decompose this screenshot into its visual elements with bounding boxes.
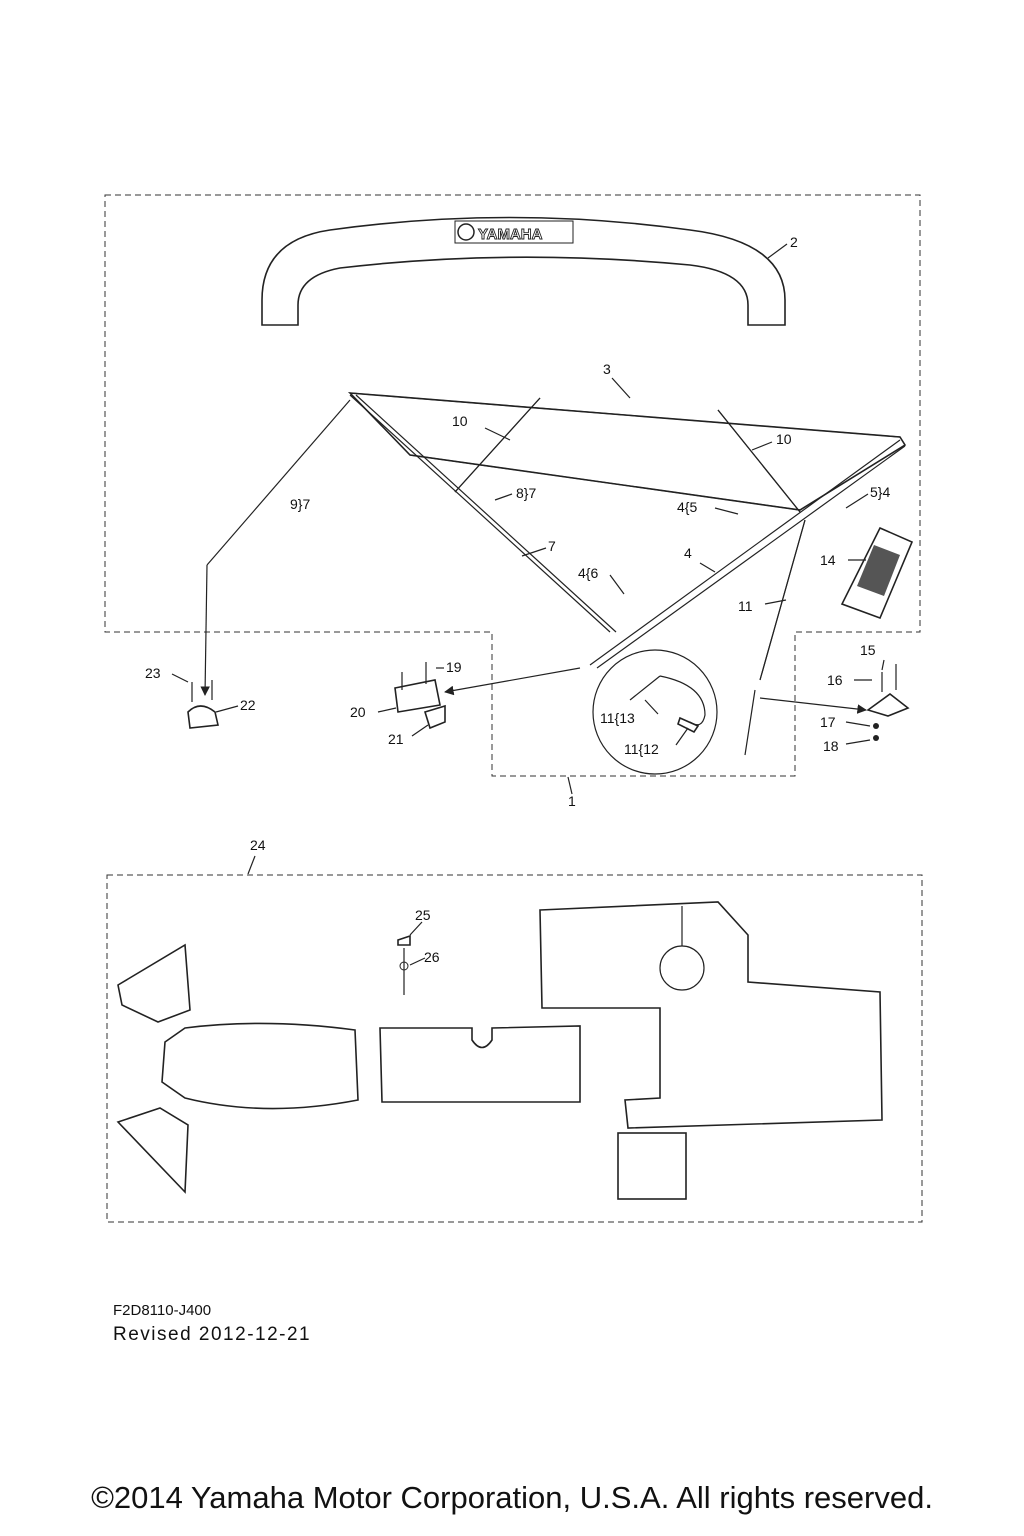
- mat-set-part: [116, 901, 883, 1200]
- copyright-notice: ©2014 Yamaha Motor Corporation, U.S.A. A…: [91, 1480, 933, 1515]
- callout: 23: [145, 665, 161, 681]
- callout: 26: [424, 949, 440, 965]
- front-mount-part: [187, 680, 219, 729]
- callout: 9}7: [290, 496, 310, 512]
- callout: 10: [452, 413, 468, 429]
- callout: 11{13: [600, 710, 635, 726]
- leader-lines: [171, 243, 885, 966]
- lanyard-detail: [592, 649, 756, 775]
- callout: 24: [250, 837, 266, 853]
- callout: 18: [823, 738, 839, 754]
- yamaha-logo-icon: [457, 223, 475, 241]
- arch-cover-part: YAMAHA: [261, 216, 786, 326]
- callout: 10: [776, 431, 792, 447]
- callout: 4: [684, 545, 692, 561]
- brand-mark: YAMAHA: [478, 226, 543, 243]
- part-reference: F2D8110-J400: [113, 1302, 212, 1319]
- callout: 11: [738, 598, 753, 614]
- callout: 14: [820, 552, 836, 568]
- callout-labels: 2 3 10 10 9}7 8}7 4{5 5}4 7 4 4{6 14 11 …: [145, 234, 890, 965]
- deck-hinge-part: [394, 662, 581, 730]
- callout: 5}4: [870, 484, 890, 500]
- callout: 20: [350, 704, 366, 720]
- mat-group-outline: [106, 874, 923, 1223]
- callout: 11{12: [624, 741, 659, 757]
- callout: 4{6: [578, 565, 598, 581]
- callout: 21: [388, 731, 404, 747]
- callout: 19: [446, 659, 462, 675]
- callout: 7: [548, 538, 556, 554]
- callout: 1: [568, 793, 576, 809]
- callout: 16: [827, 672, 843, 688]
- callout: 17: [820, 714, 836, 730]
- callout: 22: [240, 697, 256, 713]
- assembly-group-outline: [104, 194, 921, 777]
- revision-date: Revised 2012-12-21: [113, 1324, 312, 1345]
- callout: 8}7: [516, 485, 536, 501]
- rear-mount-part: [759, 664, 910, 741]
- callout: 25: [415, 907, 431, 923]
- callout: 4{5: [677, 499, 697, 515]
- callout: 3: [603, 361, 611, 377]
- bimini-frame-part: [200, 392, 907, 696]
- storage-boot-part: [840, 526, 914, 620]
- callout: 2: [790, 234, 798, 250]
- callout: 15: [860, 642, 876, 658]
